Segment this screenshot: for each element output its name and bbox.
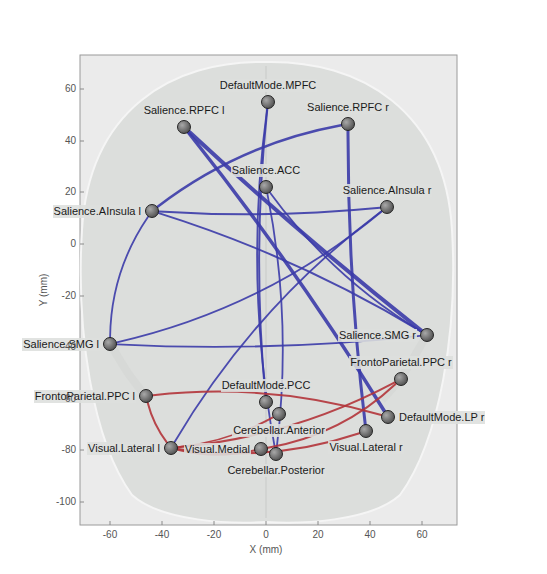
tick-label: 0 (70, 238, 76, 250)
roi-label: DefaultMode.MPFC (219, 79, 318, 92)
axes-box (80, 55, 457, 525)
roi-label: Salience.RPFC l (143, 104, 226, 117)
connectivity-line (268, 384, 396, 448)
tick-marks (80, 89, 422, 525)
tick-label: 40 (364, 529, 375, 541)
tick-label: -40 (155, 529, 169, 541)
tick-label: 40 (65, 135, 76, 147)
tick-label: 20 (312, 529, 323, 541)
roi-node: Cerebellar.Posterior (269, 447, 283, 461)
connectivity-line (148, 403, 167, 443)
roi-label: Cerebellar.Posterior (226, 464, 325, 477)
roi-node: DefaultMode.PCC (259, 395, 273, 409)
connectivity-line (259, 109, 267, 395)
tick-label: 60 (416, 529, 427, 541)
tick-label: -100 (56, 496, 76, 508)
tick-label: 0 (263, 529, 269, 541)
tick-label: -60 (62, 393, 76, 405)
connectivity-line (159, 213, 421, 331)
roi-label: Salience.AInsula l (53, 205, 142, 218)
axis-title: Y (mm) (38, 274, 50, 307)
connectivity-line (158, 125, 342, 206)
roi-label: FrontoParietal.PPC r (349, 356, 452, 369)
roi-node: Salience.ACC (259, 180, 273, 194)
tick-label: -20 (207, 529, 221, 541)
roi-node: Salience.SMG r (420, 328, 434, 342)
connectivity-line (189, 132, 421, 331)
connectivity-line (188, 133, 384, 412)
roi-label: Visual.Lateral r (328, 441, 403, 454)
roi-label: Salience.SMG r (338, 329, 417, 342)
roi-node: Salience.RPFC l (177, 120, 191, 134)
roi-node: DefaultMode.LP r (381, 410, 395, 424)
connectivity-line (117, 212, 382, 343)
roi-node: Salience.AInsula l (145, 204, 159, 218)
tick-label: -80 (62, 444, 76, 456)
roi-node: FrontoParietal.PPC l (139, 389, 153, 403)
roi-label: DefaultMode.LP r (398, 411, 485, 424)
roi-label: DefaultMode.PCC (221, 379, 312, 392)
roi-node: Visual.Lateral r (359, 424, 373, 438)
tick-label: -20 (62, 290, 76, 302)
tick-label: 60 (65, 83, 76, 95)
roi-label: Salience.ACC (231, 164, 301, 177)
roi-node: Visual.Lateral l (164, 441, 178, 455)
roi-node: Salience.SMG l (103, 337, 117, 351)
roi-label: Salience.RPFC r (306, 101, 390, 114)
roi-node: Visual.Medial (254, 442, 268, 456)
connectivity-line (257, 109, 275, 447)
roi-node: Salience.RPFC r (341, 117, 355, 131)
tick-label: -40 (62, 341, 76, 353)
connectivity-line (110, 217, 148, 337)
tick-label: 20 (65, 186, 76, 198)
connectivity-line (348, 131, 365, 424)
connectivity-line (153, 392, 381, 415)
roi-node: DefaultMode.MPFC (261, 95, 275, 109)
brain-outline (81, 62, 453, 523)
axis-title: X (mm) (250, 544, 283, 556)
connectivity-line (270, 193, 421, 332)
roi-label: Cerebellar.Anterior (232, 424, 326, 437)
tick-label: -60 (103, 529, 117, 541)
roi-label: FrontoParietal.PPC l (34, 390, 136, 403)
roi-label: Visual.Medial (184, 443, 251, 456)
roi-node: Salience.AInsula r (380, 200, 394, 214)
roi-label: Salience.AInsula r (342, 184, 433, 197)
roi-node: Cerebellar.Anterior (272, 407, 286, 421)
roi-label: Visual.Lateral l (87, 442, 161, 455)
roi-label: Salience.SMG l (22, 338, 100, 351)
roi-node: FrontoParietal.PPC r (394, 372, 408, 386)
